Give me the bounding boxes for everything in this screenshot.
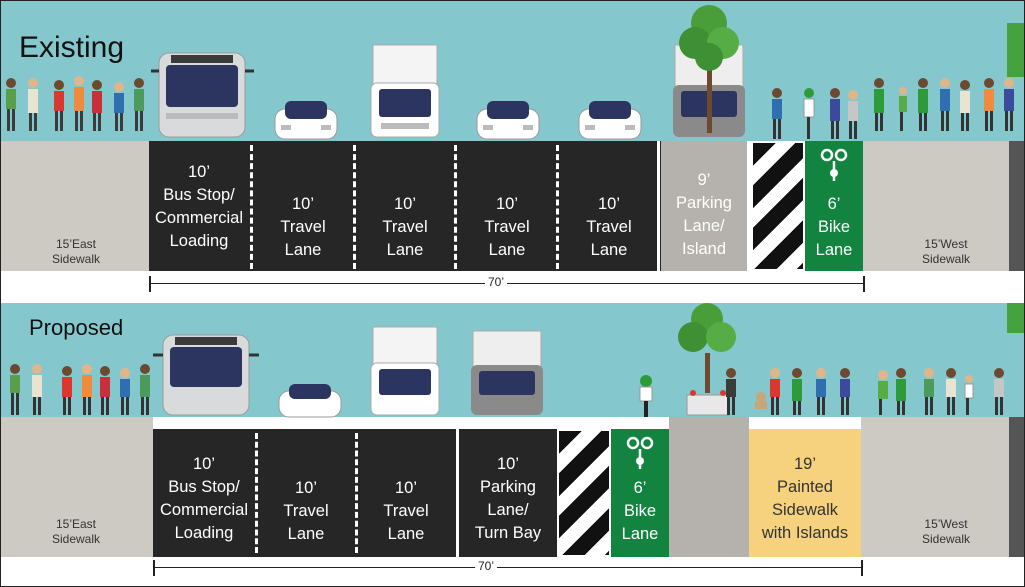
proposed-travel-lane-2-label: 10’ Travel Lane xyxy=(383,479,429,543)
existing-truck-1 xyxy=(370,44,440,138)
proposed-width-dimension: 70’ xyxy=(153,559,863,577)
proposed-truck-1 xyxy=(370,326,440,416)
existing-right-edge xyxy=(1009,141,1024,271)
existing-travel-lane-2-label: 10’ Travel Lane xyxy=(382,195,428,259)
existing-width-dimension: 70’ xyxy=(149,275,865,293)
proposed-bus xyxy=(153,334,259,416)
proposed-right-edge xyxy=(1009,417,1024,557)
proposed-west-sidewalk xyxy=(861,417,1009,557)
proposed-planter-island xyxy=(669,417,749,557)
proposed-lane-divider-2 xyxy=(355,433,358,553)
proposed-parked-truck xyxy=(471,330,543,415)
existing-west-pedestrians xyxy=(874,78,1014,131)
existing-tree xyxy=(679,5,739,133)
proposed-width-label: 70’ xyxy=(475,559,498,573)
proposed-west-sidewalk-label: 15’West Sidewalk xyxy=(921,517,971,546)
proposed-travel-lane-1-label: 10’ Travel Lane xyxy=(283,479,329,543)
existing-travel-lane-3-label: 10’ Travel Lane xyxy=(484,195,530,259)
proposed-panel: 10’ Bus Stop/ Commercial Loading 10’ Tra… xyxy=(1,303,1024,586)
existing-car-3 xyxy=(578,101,642,140)
existing-parking-island xyxy=(661,141,747,271)
existing-west-sidewalk xyxy=(863,141,1009,271)
existing-dim-tick-left xyxy=(149,276,151,292)
existing-travel-lane-1-label: 10’ Travel Lane xyxy=(280,195,326,259)
existing-lane-divider-1 xyxy=(250,145,253,269)
existing-panel: 10’ Bus Stop/ Commercial Loading 10’ Tra… xyxy=(1,1,1024,301)
proposed-east-sidewalk xyxy=(1,417,153,557)
existing-west-sidewalk-label: 15’West Sidewalk xyxy=(921,237,971,266)
existing-lane-edge xyxy=(657,141,660,271)
existing-bike-lane-label: 6’ Bike Lane xyxy=(815,195,853,259)
proposed-lane-divider-1 xyxy=(255,433,258,553)
existing-bus xyxy=(151,52,254,138)
existing-lane-divider-3 xyxy=(454,145,457,269)
proposed-cyclist xyxy=(639,375,653,417)
proposed-bus-lane-label: 10’ Bus Stop/ Commercial Loading xyxy=(159,455,248,542)
existing-width-label: 70’ xyxy=(485,275,508,289)
proposed-painted-sidewalk xyxy=(749,429,861,557)
existing-bike-area-people xyxy=(772,88,858,139)
proposed-east-pedestrians xyxy=(10,364,150,415)
existing-dim-tick-right xyxy=(863,276,865,292)
existing-roadway xyxy=(149,141,661,271)
proposed-bike-lane-label: 6’ Bike Lane xyxy=(621,479,659,543)
proposed-dim-line xyxy=(153,567,863,568)
existing-bus-lane-label: 10’ Bus Stop/ Commercial Loading xyxy=(154,163,243,250)
existing-buffer-hatch xyxy=(751,141,805,271)
proposed-lane-edge xyxy=(456,429,459,557)
existing-east-sidewalk-label: 15’East Sidewalk xyxy=(51,237,101,266)
existing-bike-lane-icon xyxy=(820,148,848,181)
existing-lane-divider-4 xyxy=(556,145,559,269)
existing-travel-lane-4-label: 10’ Travel Lane xyxy=(586,195,632,259)
existing-lane-divider-2 xyxy=(353,145,356,269)
proposed-right-edge-tree xyxy=(1007,303,1024,333)
proposed-car-1 xyxy=(278,384,342,418)
proposed-bike-lane-icon xyxy=(626,436,654,469)
existing-car-1 xyxy=(274,101,338,140)
existing-east-pedestrians xyxy=(6,76,144,131)
existing-title: Existing xyxy=(19,31,125,64)
existing-parking-lane-label: 9’ Parking Lane/ Island xyxy=(676,171,732,258)
existing-east-sidewalk xyxy=(1,141,151,271)
proposed-buffer-hatch xyxy=(557,429,611,557)
existing-car-2 xyxy=(476,101,540,140)
proposed-parking-lane-label: 10’ Parking Lane/ Turn Bay xyxy=(474,455,542,542)
proposed-dim-tick-right xyxy=(861,560,863,576)
proposed-painted-sidewalk-label: 19’ Painted Sidewalk with Islands xyxy=(761,455,849,542)
proposed-title: Proposed xyxy=(29,315,124,340)
proposed-dim-tick-left xyxy=(153,560,155,576)
proposed-west-pedestrians xyxy=(726,368,1004,415)
existing-right-edge-tree xyxy=(1007,23,1024,77)
proposed-east-sidewalk-label: 15’East Sidewalk xyxy=(51,517,101,546)
proposed-tree-planter xyxy=(678,303,736,416)
